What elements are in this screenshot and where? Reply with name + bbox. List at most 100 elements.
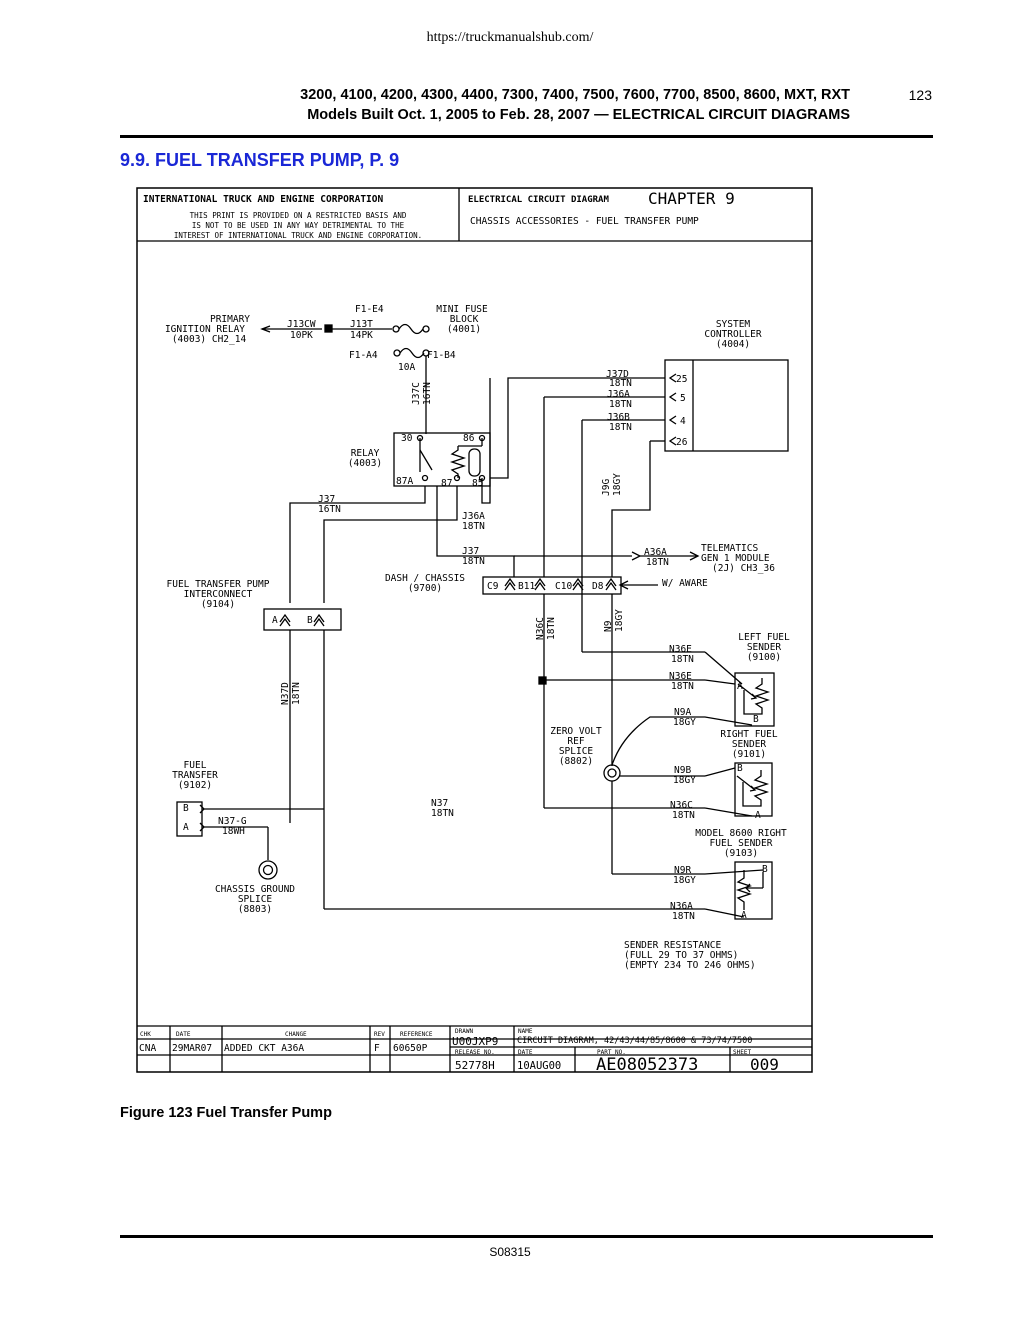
svg-text:18TN: 18TN — [609, 422, 632, 433]
svg-text:SPLICE: SPLICE — [238, 894, 273, 905]
svg-text:N37-G: N37-G — [218, 816, 247, 827]
model-8600-sender — [734, 861, 773, 920]
svg-text:D8: D8 — [592, 581, 604, 592]
svg-text:18TN: 18TN — [462, 556, 485, 567]
svg-text:C9: C9 — [487, 581, 499, 592]
svg-text:CHASSIS GROUND: CHASSIS GROUND — [215, 884, 295, 895]
svg-text:N36C: N36C — [670, 800, 693, 811]
svg-text:25: 25 — [676, 374, 687, 385]
svg-text:A36A: A36A — [644, 547, 667, 558]
zero-volt-splice-icon — [603, 764, 621, 782]
svg-text:A: A — [183, 822, 189, 833]
svg-text:26: 26 — [676, 437, 688, 448]
svg-text:16TN: 16TN — [422, 382, 433, 405]
chapter-label: CHAPTER 9 — [648, 189, 735, 208]
svg-text:SENDER: SENDER — [732, 739, 767, 750]
header-models: 3200, 4100, 4200, 4300, 4400, 7300, 7400… — [300, 87, 850, 103]
svg-text:85: 85 — [472, 478, 483, 489]
svg-text:N36E: N36E — [669, 644, 692, 655]
svg-text:CHK: CHK — [140, 1031, 151, 1038]
svg-text:10AUG00: 10AUG00 — [517, 1060, 561, 1072]
svg-text:A: A — [272, 615, 278, 626]
svg-text:IGNITION RELAY: IGNITION RELAY — [165, 324, 245, 335]
footer-code: S08315 — [489, 1245, 531, 1259]
svg-text:18GY: 18GY — [673, 775, 696, 786]
svg-text:J37C: J37C — [411, 382, 422, 405]
svg-text:IS NOT TO BE USED IN ANY WAY D: IS NOT TO BE USED IN ANY WAY DETRIMENTAL… — [192, 221, 405, 230]
svg-text:(8803): (8803) — [238, 904, 272, 915]
section-title: 9.9. FUEL TRANSFER PUMP, P. 9 — [120, 150, 400, 170]
sheet-number: 009 — [750, 1055, 779, 1074]
svg-text:DASH / CHASSIS: DASH / CHASSIS — [385, 573, 465, 584]
svg-text:B: B — [307, 615, 313, 626]
page-number: 123 — [908, 87, 932, 103]
svg-text:10A: 10A — [398, 362, 415, 373]
svg-text:(4003): (4003) — [348, 458, 382, 469]
svg-text:N9A: N9A — [674, 707, 691, 718]
svg-text:(9104): (9104) — [201, 599, 235, 610]
svg-text:18TN: 18TN — [291, 682, 302, 705]
svg-text:FUEL TRANSFER PUMP: FUEL TRANSFER PUMP — [167, 579, 270, 590]
svg-text:CONTROLLER: CONTROLLER — [704, 329, 761, 340]
svg-text:A: A — [741, 910, 747, 921]
svg-text:18TN: 18TN — [671, 654, 694, 665]
svg-text:TRANSFER: TRANSFER — [172, 770, 218, 781]
svg-text:N36E: N36E — [669, 671, 692, 682]
svg-text:MODEL 8600 RIGHT: MODEL 8600 RIGHT — [695, 828, 787, 839]
part-number: AE08052373 — [596, 1055, 698, 1075]
svg-text:(FULL 29 TO 37 OHMS): (FULL 29 TO 37 OHMS) — [624, 950, 738, 961]
svg-text:18GY: 18GY — [612, 473, 623, 496]
svg-text:PRIMARY: PRIMARY — [210, 314, 250, 325]
svg-text:FUEL SENDER: FUEL SENDER — [710, 838, 773, 849]
svg-text:GEN 1 MODULE: GEN 1 MODULE — [701, 553, 770, 564]
figure-caption: Figure 123 Fuel Transfer Pump — [120, 1105, 332, 1121]
svg-text:87A: 87A — [396, 476, 413, 487]
svg-text:J37: J37 — [462, 546, 479, 557]
svg-text:CIRCUIT DIAGRAM, 42/43/44/85/8: CIRCUIT DIAGRAM, 42/43/44/85/8600 & 73/7… — [517, 1036, 752, 1046]
svg-text:18GY: 18GY — [614, 609, 625, 632]
svg-text:18TN: 18TN — [672, 810, 695, 821]
svg-text:B: B — [737, 763, 743, 774]
system-controller-box — [664, 359, 789, 452]
svg-text:J36B: J36B — [607, 412, 630, 423]
svg-text:(9101): (9101) — [732, 749, 766, 760]
svg-text:REV: REV — [374, 1031, 385, 1038]
svg-text:F1-E4: F1-E4 — [355, 304, 384, 315]
svg-text:W/ AWARE: W/ AWARE — [662, 578, 708, 589]
svg-text:5: 5 — [680, 393, 686, 404]
left-fuel-sender — [734, 672, 775, 727]
svg-text:18GY: 18GY — [673, 717, 696, 728]
svg-text:DATE: DATE — [176, 1031, 191, 1038]
svg-text:N36C: N36C — [535, 617, 546, 640]
svg-text:30: 30 — [401, 433, 413, 444]
svg-text:CHANGE: CHANGE — [285, 1031, 307, 1038]
svg-text:F1-A4: F1-A4 — [349, 350, 378, 361]
svg-text:52778H: 52778H — [455, 1059, 495, 1072]
svg-text:LEFT FUEL: LEFT FUEL — [738, 632, 790, 643]
company-name: INTERNATIONAL TRUCK AND ENGINE CORPORATI… — [143, 194, 383, 205]
svg-text:F1-B4: F1-B4 — [427, 350, 456, 361]
svg-text:16TN: 16TN — [318, 504, 341, 515]
svg-text:CNA: CNA — [139, 1043, 156, 1054]
svg-text:FUEL: FUEL — [184, 760, 207, 771]
resistor-icon — [735, 870, 753, 910]
header-rule — [120, 135, 933, 138]
svg-text:RELEASE NO.: RELEASE NO. — [455, 1049, 495, 1056]
svg-text:ZERO VOLT: ZERO VOLT — [550, 726, 602, 737]
svg-text:(4003) CH2_14: (4003) CH2_14 — [172, 334, 247, 345]
svg-text:(9102): (9102) — [178, 780, 212, 791]
svg-text:J9G: J9G — [601, 479, 612, 496]
svg-text:60650P: 60650P — [393, 1043, 428, 1054]
svg-text:(4001): (4001) — [447, 324, 481, 335]
relay-coil-icon — [449, 446, 467, 478]
svg-text:(2J) CH3_36: (2J) CH3_36 — [712, 563, 775, 574]
footer-rule — [120, 1235, 933, 1238]
svg-text:29MAR07: 29MAR07 — [172, 1043, 212, 1054]
svg-text:NAME: NAME — [518, 1028, 533, 1035]
header-subtitle: Models Built Oct. 1, 2005 to Feb. 28, 20… — [307, 107, 850, 123]
svg-text:4: 4 — [680, 416, 686, 427]
svg-text:J36A: J36A — [607, 389, 630, 400]
resistor-icon — [742, 770, 770, 807]
connector-square-icon — [324, 324, 333, 333]
svg-text:RIGHT FUEL: RIGHT FUEL — [720, 729, 777, 740]
